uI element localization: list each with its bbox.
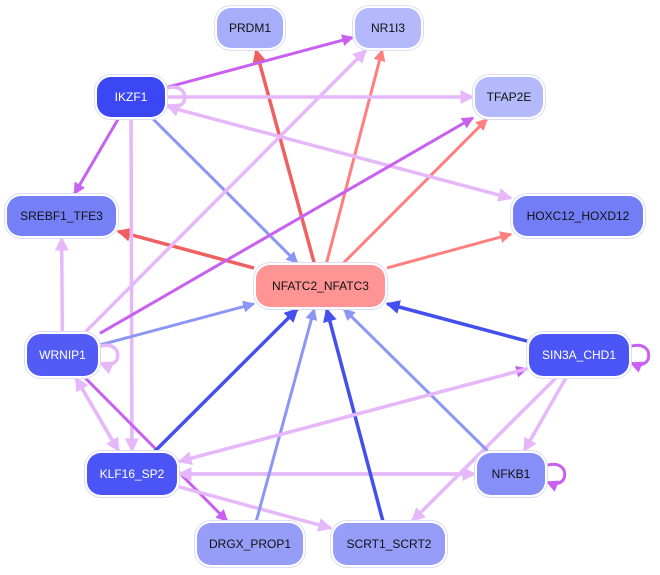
edge-sin3a-chd1-to-sin3a-chd1 (628, 343, 651, 373)
edge-sin3a-chd1-to-scrt1-scrt2 (410, 376, 558, 523)
edge-klf16-sp2-to-scrt1-scrt2 (178, 485, 333, 532)
node-wrnip1[interactable]: WRNIP1 (27, 334, 98, 376)
node-klf16-sp2[interactable]: KLF16_SP2 (87, 453, 177, 495)
node-tfap2e[interactable]: TFAP2E (475, 77, 543, 117)
node-label: SCRT1_SCRT2 (346, 537, 432, 551)
node-label: NR1I3 (370, 21, 405, 35)
node-sin3a-chd1[interactable]: SIN3A_CHD1 (529, 334, 629, 376)
edge-sin3a-chd1-to-klf16-sp2 (177, 367, 528, 466)
node-label: SREBF1_TFE3 (20, 209, 103, 223)
edge-nfkb1-to-nfatc2-nfatc3 (342, 307, 489, 453)
edge-wrnip1-to-tfap2e (99, 116, 475, 335)
edge-nfatc2-nfatc3-to-tfap2e (342, 117, 489, 265)
node-nfatc2-nfatc3[interactable]: NFATC2_NFATC3 (256, 265, 385, 307)
edge-nfatc2-nfatc3-to-hoxc12-hoxd12 (386, 231, 513, 270)
edge-wrnip1-to-srebf1-tfe3 (54, 236, 69, 333)
node-hoxc12-hoxd12[interactable]: HOXC12_HOXD12 (513, 196, 643, 236)
edge-ikzf1-to-srebf1-tfe3 (73, 118, 120, 196)
node-label: HOXC12_HOXD12 (526, 209, 630, 223)
node-nfkb1[interactable]: NFKB1 (477, 453, 545, 495)
edge-nfkb1-to-nfkb1 (544, 462, 567, 492)
edge-klf16-sp2-to-wrnip1 (74, 376, 121, 452)
node-label: WRNIP1 (39, 348, 86, 362)
node-label: SIN3A_CHD1 (541, 348, 617, 362)
node-label: IKZF1 (114, 90, 148, 104)
edge-ikzf1-to-hoxc12-hoxd12 (166, 104, 513, 202)
node-label: KLF16_SP2 (99, 467, 165, 481)
node-srebf1-tfe3[interactable]: SREBF1_TFE3 (7, 196, 116, 236)
node-label: DRGX_PROP1 (208, 537, 292, 551)
edge-klf16-sp2-to-nfatc2-nfatc3 (153, 307, 299, 453)
node-scrt1-scrt2[interactable]: SCRT1_SCRT2 (333, 523, 445, 565)
edge-sin3a-chd1-to-nfatc2-nfatc3 (385, 300, 528, 343)
edge-wrnip1-to-nfatc2-nfatc3 (99, 300, 256, 347)
edge-drgx-prop1-to-nfatc2-nfatc3 (254, 307, 318, 522)
node-prdm1[interactable]: PRDM1 (217, 8, 283, 48)
edge-wrnip1-to-nr1i3 (84, 48, 368, 334)
edge-ikzf1-to-ikzf1 (164, 85, 187, 117)
node-ikzf1[interactable]: IKZF1 (97, 77, 165, 117)
node-label: PRDM1 (228, 21, 271, 35)
node-drgx-prop1[interactable]: DRGX_PROP1 (197, 523, 303, 565)
node-nr1i3[interactable]: NR1I3 (355, 8, 421, 48)
node-label: NFKB1 (491, 467, 531, 481)
node-label: NFATC2_NFATC3 (272, 279, 369, 293)
edge-ikzf1-to-nr1i3 (166, 34, 355, 89)
edge-nfatc2-nfatc3-to-srebf1-tfe3 (116, 227, 255, 270)
edge-sin3a-chd1-to-nfkb1 (522, 377, 568, 453)
edge-wrnip1-to-wrnip1 (97, 343, 120, 375)
node-label: TFAP2E (486, 90, 532, 104)
edge-nfatc2-nfatc3-to-prdm1 (252, 48, 316, 264)
